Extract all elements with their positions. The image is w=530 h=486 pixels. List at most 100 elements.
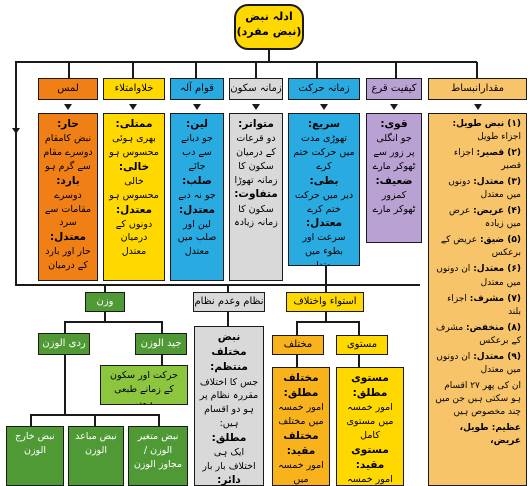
- radi-drop: [158, 414, 160, 426]
- mustawi-box: مستوی: [336, 335, 388, 355]
- drop: [476, 62, 478, 78]
- khala-k1: ممتلی:: [115, 118, 153, 130]
- drop: [395, 62, 397, 78]
- khala-k3: معتدل:: [115, 203, 153, 216]
- miqdar-item: (۶) معتدل: ان دونوں میں معتدل: [436, 264, 521, 288]
- header-qiwam: قوام آلہ: [170, 78, 224, 100]
- drop: [68, 62, 70, 78]
- header-zamana-sukoon: زمانہ سکون: [229, 78, 283, 100]
- top-bus: [15, 61, 477, 63]
- miqdar-item: (۸) منخفض: مشرف کے برعکس: [436, 322, 521, 346]
- column-khala: ممتلی: بھری ہوئی محسوس ہو خالی: خالی محس…: [103, 113, 165, 281]
- harkat-t2: دیر میں حرکت ختم کرے: [294, 189, 354, 215]
- sukoon-k1: متواتر:: [238, 118, 274, 130]
- lams-t2: دوسرے مقامات سے سرد: [44, 189, 92, 229]
- arrow: [390, 104, 398, 110]
- harkat-t1: تھوڑی مدت میں حرکت ختم کرے: [293, 133, 355, 172]
- miqdar-tail-2: عظیم: طویل، عریض،: [459, 422, 521, 447]
- jayyid-stem: [161, 355, 163, 365]
- istiwa-bus: [296, 321, 360, 323]
- mukhtalif-t2: امور خمسہ میں: [278, 460, 324, 486]
- kaifiyat-t1: جو انگلی پر زور سے ٹھوکر مارے: [372, 133, 416, 172]
- wazn-bus: [64, 321, 163, 323]
- header-khala: خلاوامتلاء: [103, 78, 165, 100]
- drop-istiwa: [325, 266, 327, 294]
- qiwam-t3: لین اور صلب میں معتدل: [177, 218, 217, 258]
- drop: [316, 62, 318, 78]
- miqdar-item: (۹) معتدل: ان دونوں میں معتدل: [436, 351, 521, 375]
- miqdar-tail: ان کی پھر ۲۷ اقسام ہو سکتی ہیں جن میں چن…: [435, 380, 521, 417]
- wazn-stem: [104, 312, 106, 322]
- qiwam-k2: صلب:: [182, 174, 212, 187]
- sukoon-t2: سکون کا زمانہ زیادہ: [234, 203, 278, 229]
- branch-mutaghayyir: نبض متغیر الوزن / مجاوز الوزن: [128, 426, 188, 486]
- column-kaifiyat: قوی: جو انگلی پر زور سے ٹھوکر مارے ضعیف:…: [366, 113, 422, 243]
- mustawi-stem: [358, 355, 360, 367]
- istiwa-drop: [296, 321, 298, 335]
- column-zamana-harkat: سریع: تھوڑی مدت میں حرکت ختم کرے بطی: دی…: [288, 113, 360, 266]
- drop: [132, 62, 134, 78]
- lams-k2: بارد:: [56, 174, 80, 187]
- khala-t1: بھری ہوئی محسوس ہو: [109, 133, 159, 158]
- nizam-k1: نبض مختلف منتظم:: [210, 331, 248, 374]
- sukoon-k2: متفاوت:: [234, 188, 278, 201]
- jayyid-wazn-box: جید الوزن: [135, 333, 187, 355]
- header-miqdar: مقدارانبساط: [428, 78, 527, 100]
- miqdar-item: (۷) مشرف: اجزاء بلند: [447, 293, 521, 317]
- lams-k3: معتدل:: [49, 231, 87, 244]
- mustawi-k1: مستوی مطلق:: [351, 372, 389, 400]
- miqdar-item: (۳) معتدل: دونوں میں معتدل: [448, 177, 521, 201]
- nizam-stem: [227, 312, 229, 326]
- header-wazn: وزن: [85, 292, 125, 312]
- column-lams: حار: نبض کامقام دوسرے مقام سے گرم ہو بار…: [38, 113, 98, 281]
- kaifiyat-k2: ضعیف:: [375, 174, 413, 187]
- arrow: [64, 104, 72, 110]
- nizam-k3: دائر:: [217, 474, 241, 486]
- column-miqdar: (۱) نبض طویل: اجزاء طویل (۲) قصیر: اجزاء…: [428, 113, 527, 486]
- drop: [195, 62, 197, 78]
- bottom-bus: [15, 284, 420, 286]
- nizam-t2: ایک ہی اختلاف بار بار: [202, 446, 256, 472]
- arrow: [320, 104, 328, 110]
- mukhtalif-stem: [296, 355, 298, 367]
- harkat-k2: بطی:: [309, 174, 339, 187]
- left-arrow: [12, 128, 20, 134]
- title-line-2: (نبض مفرد): [236, 24, 302, 38]
- column-qiwam: لین: جو دبانے سے دب جائے صلب: جو نہ دبے …: [170, 113, 224, 281]
- harkat-k3: معتدل:: [305, 217, 343, 230]
- mukhtalif-k2: مختلف مقید:: [283, 429, 319, 458]
- mukhtalif-box: مختلف: [272, 335, 324, 355]
- arrow: [474, 104, 482, 110]
- drop: [255, 62, 257, 78]
- istiwa-drop: [358, 321, 360, 335]
- khala-t2: خالی محسوس ہو: [109, 175, 159, 201]
- title-line-1: ادلہ نبض: [245, 10, 293, 23]
- column-zamana-sukoon: متواتر: دو قرعات کے درمیان سکون کا زمانہ…: [229, 113, 283, 281]
- header-lams: لمس: [38, 78, 98, 100]
- bus-drop-row2: [104, 284, 106, 294]
- arrow: [193, 104, 201, 110]
- wazn-drop: [64, 321, 66, 333]
- nizam-t1: جس کا اختلاف مقررہ نظام پر ہو دو اقسام ہ…: [199, 376, 259, 429]
- lams-k1: حار:: [57, 118, 79, 130]
- mustawi-desc: مستوی مطلق: امور خمسہ میں مستوی کامل مست…: [336, 367, 404, 486]
- lams-t1: نبض کامقام دوسرے مقام سے گرم ہو: [43, 133, 93, 172]
- mukhtalif-t1: امور خمسہ میں مختلف: [278, 402, 324, 428]
- wazn-drop: [161, 321, 163, 333]
- radi-wazn-box: ردی الوزن: [38, 333, 90, 355]
- harkat-t3: سرعت اور بطوء میں معتدل: [302, 232, 346, 266]
- kaifiyat-k1: قوی:: [380, 118, 408, 130]
- nizam-k2: مطلق:: [211, 431, 247, 444]
- branch-kharij: نبض خارج الوزن: [6, 426, 64, 486]
- miqdar-item: (۲) قصیر: اجزاء قصیر: [453, 148, 521, 172]
- sukoon-t1: دو قرعات کے درمیان سکون کا زمانہ تھوڑا: [234, 133, 278, 186]
- qiwam-k3: معتدل:: [178, 203, 216, 216]
- header-istiwa: استواء واختلاف: [286, 292, 364, 312]
- khala-k2: خالی:: [118, 160, 150, 173]
- lams-t3: حار اور بارد کے درمیان: [45, 246, 91, 272]
- qiwam-k1: لین:: [186, 118, 208, 130]
- radi-stem: [64, 355, 66, 415]
- title-stem: [268, 50, 270, 62]
- arrow: [252, 104, 260, 110]
- drop-nizam: [227, 284, 229, 294]
